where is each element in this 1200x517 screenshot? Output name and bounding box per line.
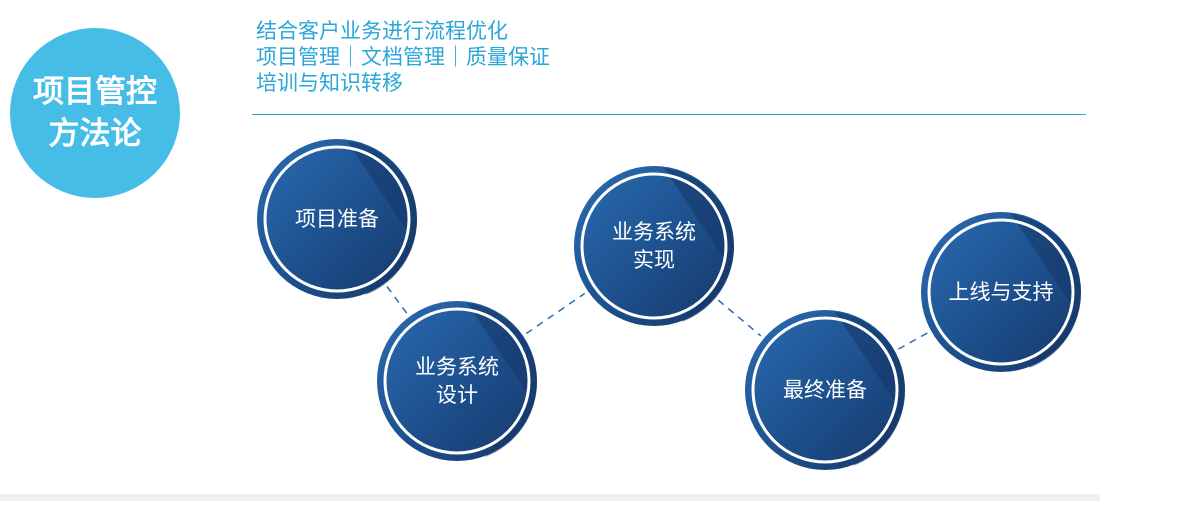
step-label-3: 业务系统实现 (589, 218, 719, 274)
step-node-3 (574, 166, 735, 326)
step-label-line: 实现 (633, 248, 675, 272)
step-label-line: 业务系统 (415, 355, 499, 379)
connector-3 (717, 299, 762, 337)
title-circle: 项目管控 方法论 (10, 28, 180, 198)
step-label-line: 项目准备 (295, 207, 379, 231)
step-label-5: 上线与支持 (936, 278, 1066, 306)
connector-1 (386, 286, 408, 314)
step-ring (927, 218, 1075, 366)
intro-line-2: 项目管理｜文档管理｜质量保证 (256, 45, 550, 69)
title-line-2: 方法论 (48, 116, 142, 152)
step-node-1 (257, 139, 418, 299)
footer-band (0, 494, 1100, 501)
step-label-line: 业务系统 (612, 220, 696, 244)
intro-text: 结合客户业务进行流程优化 项目管理｜文档管理｜质量保证 培训与知识转移 (256, 18, 550, 96)
step-node-4 (745, 310, 906, 470)
step-label-4: 最终准备 (760, 376, 890, 404)
connector-4 (898, 332, 928, 350)
step-ring (751, 316, 899, 464)
step-ring (263, 145, 411, 293)
intro-line-3: 培训与知识转移 (256, 71, 403, 95)
step-label-line: 设计 (436, 383, 478, 407)
step-node-5 (921, 212, 1082, 372)
intro-line-1: 结合客户业务进行流程优化 (256, 19, 508, 43)
step-label-2: 业务系统设计 (392, 353, 522, 409)
connector-2 (525, 292, 586, 335)
step-ring (383, 307, 531, 455)
step-label-line: 上线与支持 (948, 280, 1054, 304)
step-label-line: 最终准备 (783, 378, 867, 402)
step-node-2 (377, 301, 538, 461)
step-label-1: 项目准备 (272, 205, 402, 233)
title-line-1: 项目管控 (33, 74, 157, 110)
header-divider (252, 114, 1086, 115)
step-ring (580, 172, 728, 320)
